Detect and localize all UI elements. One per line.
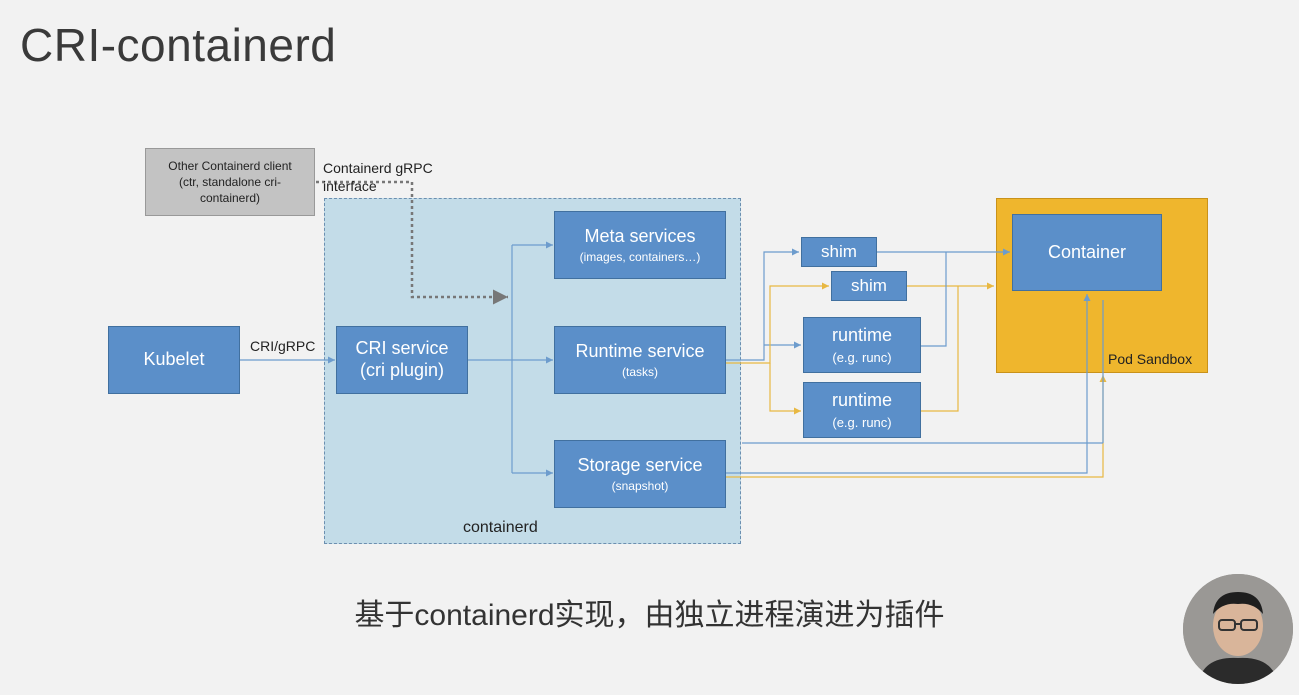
meta-services-box: Meta services (images, containers…) [554, 211, 726, 279]
storage-service-sub: (snapshot) [611, 479, 669, 494]
container-label: Container [1047, 241, 1127, 262]
other-containerd-client-box: Other Containerd client (ctr, standalone… [145, 148, 315, 216]
slide-title: CRI-containerd [20, 19, 337, 71]
runtime-service-box: Runtime service (tasks) [554, 326, 726, 394]
grpc-label-line1: Containerd gRPC [323, 160, 433, 176]
shim-box-1: shim [801, 237, 877, 267]
cri-grpc-label: CRI/gRPC [250, 338, 316, 354]
cri-service-line1: CRI service [355, 338, 449, 359]
storage-service-title: Storage service [577, 454, 703, 475]
runtime-2-sub: (e.g. runc) [832, 414, 892, 430]
grpc-interface-label: Containerd gRPC interface [323, 160, 433, 195]
meta-services-title: Meta services [584, 225, 696, 246]
storage-to-container-arrow [726, 294, 1091, 474]
shim-2-label: shim [851, 275, 887, 295]
runtime-service-sub: (tasks) [622, 365, 658, 380]
runtime-service-title: Runtime service [575, 340, 705, 361]
pod-sandbox-label: Pod Sandbox [1108, 351, 1193, 367]
meta-services-sub: (images, containers…) [579, 250, 701, 265]
runtime-1-sub: (e.g. runc) [832, 349, 892, 365]
runtime1-to-container-line [921, 252, 947, 347]
kubelet-label: Kubelet [143, 349, 205, 370]
runtime-to-runtime2-arrow [769, 363, 801, 415]
presenter-silhouette-icon [1183, 574, 1293, 684]
containerd-label: containerd [463, 519, 538, 536]
container-box: Container [1012, 214, 1162, 291]
subtitle-caption: 基于containerd实现，由独立进程演进为插件 [354, 599, 945, 632]
grpc-dotted-arrow [316, 180, 508, 305]
kubelet-box: Kubelet [108, 326, 240, 394]
other-client-line3: containerd) [199, 191, 261, 206]
runtime-to-shim1-arrow [726, 248, 799, 361]
runtime-to-shim2-arrow [726, 282, 829, 364]
grpc-label-line2: interface [323, 177, 377, 194]
storage-service-box: Storage service (snapshot) [554, 440, 726, 508]
runtime-box-1: runtime (e.g. runc) [803, 317, 921, 373]
runtime-1-title: runtime [831, 324, 893, 345]
shim-1-label: shim [821, 241, 857, 261]
runtime-2-title: runtime [831, 389, 893, 410]
runtime-box-2: runtime (e.g. runc) [803, 382, 921, 438]
runtime2-to-container-line [921, 286, 959, 412]
shim-box-2: shim [831, 271, 907, 301]
presenter-avatar [1183, 574, 1293, 684]
cri-service-line2: (cri plugin) [359, 360, 445, 380]
other-client-line2: (ctr, standalone cri- [178, 174, 282, 189]
other-client-line1: Other Containerd client [168, 158, 292, 173]
cri-service-box: CRI service (cri plugin) [336, 326, 468, 394]
